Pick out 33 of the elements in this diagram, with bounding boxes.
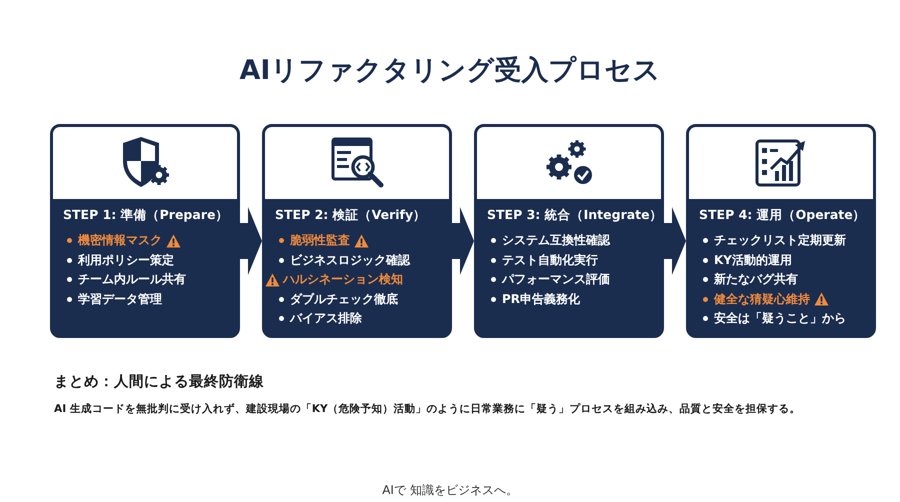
bullet-item: 学習データ管理 — [78, 290, 162, 308]
bullet-item: 脆弱性監査 — [290, 232, 350, 249]
step-card — [474, 124, 664, 338]
chevron-arrow — [452, 207, 474, 275]
step-card — [686, 124, 876, 338]
bullet-item: パフォーマンス評価 — [502, 271, 610, 288]
chevron-arrow — [664, 207, 686, 275]
bullet-item: チェックリスト定期更新 — [714, 232, 846, 249]
summary-heading: まとめ：人間による最終防衛線 — [54, 372, 264, 391]
bullet-item: KY活動的運用 — [714, 252, 792, 268]
bullet-item: テスト自動化実行 — [502, 252, 598, 268]
bullet-item: システム互換性確認 — [502, 232, 610, 249]
bullet-item: 安全は「疑うこと」から — [714, 310, 846, 327]
bullet-item: 健全な猜疑心維持 — [714, 290, 810, 308]
bullet-item: バイアス排除 — [290, 310, 362, 327]
bullet-item: ハルシネーション検知 — [283, 271, 403, 288]
bullet-item: 利用ポリシー策定 — [78, 252, 174, 268]
tagline: AIで 知識をビジネスへ。 — [381, 482, 519, 499]
bullet-item: チーム内ルール共有 — [78, 271, 186, 288]
bullet-item: 新たなバグ共有 — [714, 271, 798, 288]
bullet-item: 機密情報マスク — [78, 232, 162, 249]
title: AIリファクタリング受入プロセス — [238, 54, 662, 88]
step-heading: STEP 2: 検証（Verify） — [275, 207, 426, 224]
summary-text: AI 生成コードを無批判に受け入れず、建設現場の「KY（危険予知）活動」のように日常業務に「疑う」プロセスを組み込み、品質と安全を担保する。 — [54, 402, 801, 416]
chevron-arrow — [240, 207, 262, 275]
step-heading: STEP 4: 運用（Operate） — [699, 207, 866, 224]
step-heading: STEP 1: 準備（Prepare） — [63, 207, 228, 224]
step-card — [262, 124, 452, 338]
bullet-item: ダブルチェック徹底 — [290, 290, 398, 308]
step-card — [50, 124, 240, 338]
bullet-item: PR申告義務化 — [502, 290, 580, 308]
step-heading: STEP 3: 統合（Integrate） — [487, 207, 661, 224]
bullet-item: ビジネスロジック確認 — [290, 252, 410, 268]
